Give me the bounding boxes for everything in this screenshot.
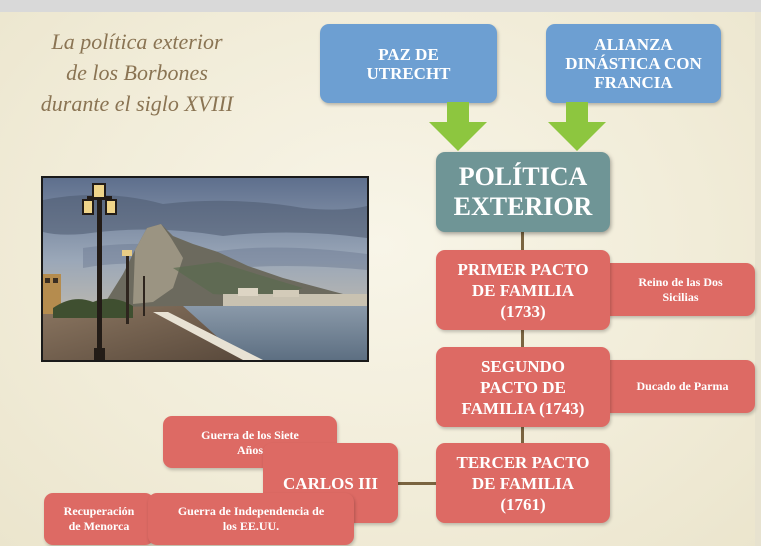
slide-title: La política exterior de los Borbones dur… xyxy=(12,26,262,119)
box-line: Ducado de Parma xyxy=(636,379,729,393)
box-line: los EE.UU. xyxy=(222,519,280,533)
box-line: Recuperación xyxy=(63,504,135,518)
box-line: CARLOS III xyxy=(283,473,378,493)
politica-exterior-box: POLÍTICA EXTERIOR xyxy=(436,152,610,232)
arrow-down-icon xyxy=(429,102,487,151)
box-line: FRANCIA xyxy=(594,73,673,92)
box-line: FAMILIA (1743) xyxy=(461,398,585,418)
top-bar xyxy=(0,0,761,12)
box-line: Guerra de Independencia de xyxy=(177,504,325,518)
arrow-down-icon xyxy=(548,102,606,151)
guerra-siete-anos-box: Guerra de los Siete Años xyxy=(163,416,337,468)
box-line: DE FAMILIA xyxy=(471,473,575,493)
ducado-parma-box: Ducado de Parma xyxy=(588,360,755,413)
box-line: EXTERIOR xyxy=(453,192,593,221)
recuperacion-menorca-box: Recuperación de Menorca xyxy=(44,493,154,545)
box-line: UTRECHT xyxy=(366,63,451,83)
alianza-dinastica-box: ALIANZA DINÁSTICA CON FRANCIA xyxy=(546,24,721,103)
title-line: La política exterior xyxy=(51,29,223,54)
tercer-pacto-box: TERCER PACTO DE FAMILIA (1761) xyxy=(436,443,610,523)
box-line: PACTO DE xyxy=(480,377,566,397)
title-line: de los Borbones xyxy=(66,60,208,85)
box-line: Años xyxy=(236,443,263,457)
box-line: SEGUNDO xyxy=(480,356,566,376)
segundo-pacto-box: SEGUNDO PACTO DE FAMILIA (1743) xyxy=(436,347,610,427)
box-line: (1761) xyxy=(500,494,546,514)
box-line: Sicilias xyxy=(662,289,699,304)
box-line: ALIANZA xyxy=(594,35,673,54)
box-line: (1733) xyxy=(500,301,546,321)
connector-carlos xyxy=(396,482,438,485)
paz-utrecht-box: PAZ DE UTRECHT xyxy=(320,24,497,103)
box-line: TERCER PACTO xyxy=(456,452,590,472)
box-line: DE FAMILIA xyxy=(471,280,575,300)
title-line: durante el siglo XVIII xyxy=(40,91,234,116)
box-line: PAZ DE xyxy=(378,44,439,64)
box-line: POLÍTICA xyxy=(458,162,588,191)
box-line: de Menorca xyxy=(68,519,130,533)
box-line: Reino de las Dos xyxy=(638,274,723,289)
box-line: Guerra de los Siete xyxy=(201,428,299,442)
primer-pacto-box: PRIMER PACTO DE FAMILIA (1733) xyxy=(436,250,610,330)
gibraltar-image xyxy=(43,178,367,360)
reino-dos-sicilias-box: Reino de las Dos Sicilias xyxy=(588,263,755,316)
slide-right-edge xyxy=(755,12,761,546)
box-line: DINÁSTICA CON xyxy=(565,54,702,73)
connector-vertical xyxy=(521,232,524,444)
gibraltar-photo xyxy=(41,176,369,362)
box-line: PRIMER PACTO xyxy=(457,259,589,279)
guerra-independencia-box: Guerra de Independencia de los EE.UU. xyxy=(148,493,354,545)
